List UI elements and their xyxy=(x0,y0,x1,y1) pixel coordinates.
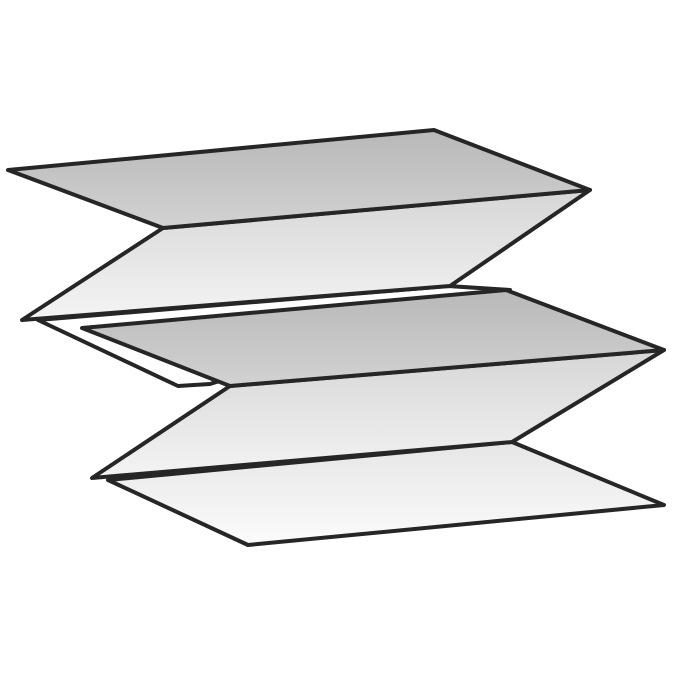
sheet-upper-panel-top xyxy=(6,128,592,230)
sheet-lower-panel-top xyxy=(80,288,666,388)
